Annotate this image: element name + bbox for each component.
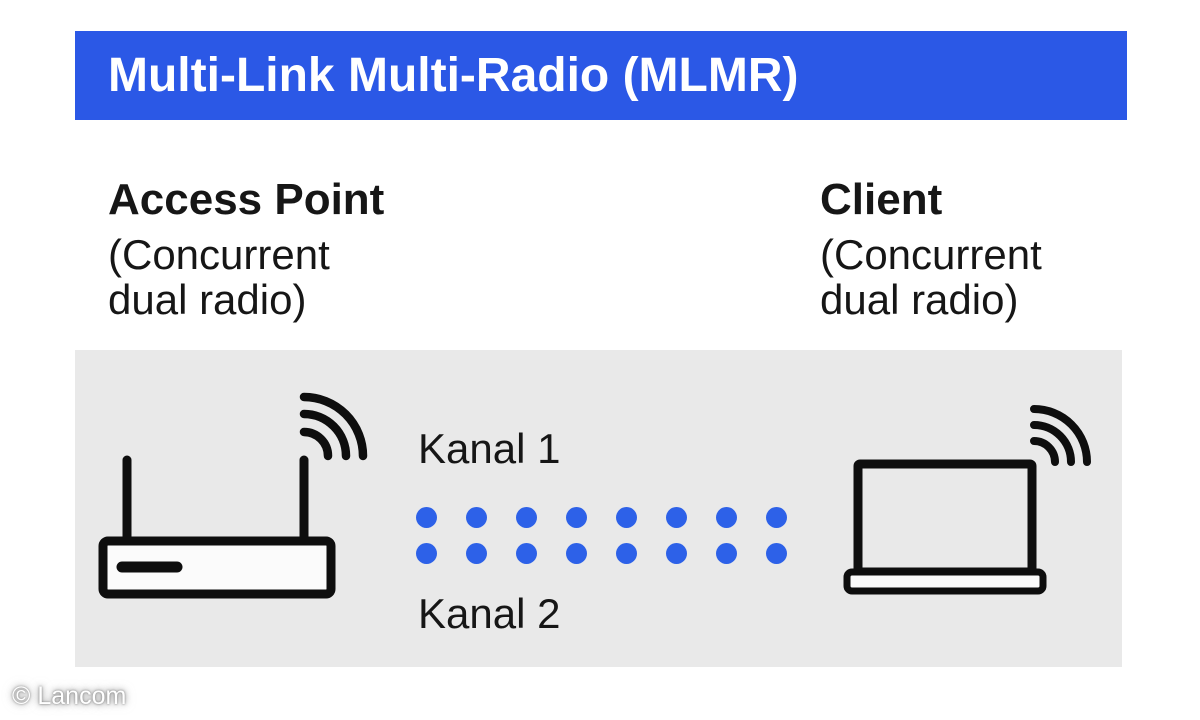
channel-dot — [766, 543, 787, 564]
channel-2-dotted-link — [416, 543, 787, 564]
client-subtitle-line1: (Concurrent — [820, 231, 1042, 278]
channel-dot — [516, 543, 537, 564]
channel-2-label: Kanal 2 — [418, 590, 561, 637]
diagram-title: Multi-Link Multi-Radio (MLMR) — [108, 49, 799, 102]
channel-dot — [466, 543, 487, 564]
channel-dot — [566, 507, 587, 528]
laptop-wifi-icon — [843, 405, 1091, 595]
client-subtitle-line2: dual radio) — [820, 276, 1019, 323]
wifi-signal-icon — [1030, 405, 1091, 466]
channel-dot — [466, 507, 487, 528]
router-body — [98, 536, 336, 599]
laptop-base — [843, 568, 1047, 595]
channel-1-label: Kanal 1 — [418, 425, 561, 472]
channel-dot — [566, 543, 587, 564]
channel-1-dotted-link — [416, 507, 787, 528]
channel-dot — [716, 507, 737, 528]
client-label-block: Client (Concurrent dual radio) — [820, 175, 1042, 323]
access-point-subtitle-line1: (Concurrent — [108, 231, 330, 278]
channel-dot — [616, 507, 637, 528]
channel-dot — [416, 507, 437, 528]
channel-dot — [716, 543, 737, 564]
channel-dot — [766, 507, 787, 528]
wifi-signal-icon — [299, 392, 368, 461]
channel-dot — [666, 507, 687, 528]
access-point-label-block: Access Point (Concurrent dual radio) — [108, 175, 385, 323]
wireless-router-icon — [98, 392, 368, 599]
access-point-title: Access Point — [108, 175, 385, 224]
title-banner: Multi-Link Multi-Radio (MLMR) — [75, 31, 1127, 120]
channel-dot — [666, 543, 687, 564]
channel-dot — [516, 507, 537, 528]
copyright-credit: © Lancom — [12, 682, 127, 710]
access-point-subtitle-line2: dual radio) — [108, 276, 307, 323]
laptop-screen — [853, 459, 1037, 577]
channel-dot — [416, 543, 437, 564]
diagram-panel — [75, 350, 1122, 667]
channel-dot — [616, 543, 637, 564]
client-title: Client — [820, 175, 943, 224]
